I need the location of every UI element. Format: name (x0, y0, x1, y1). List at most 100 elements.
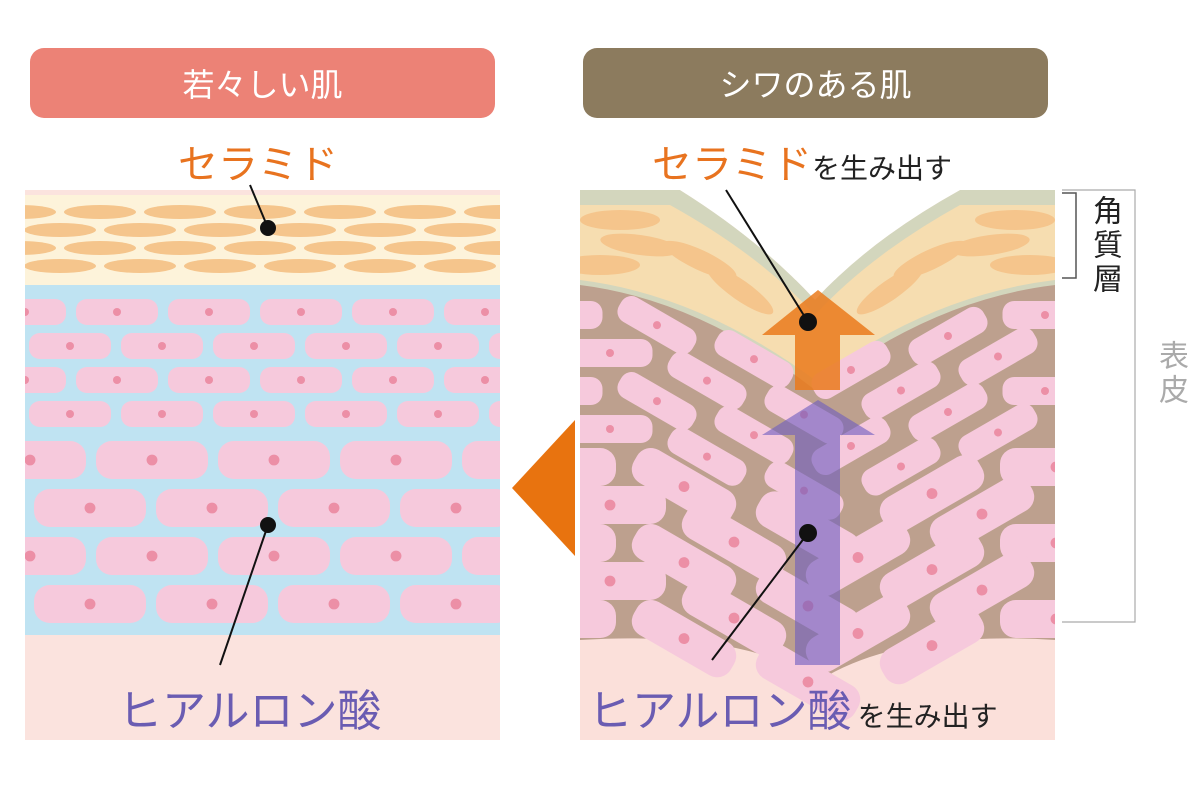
skin-cell (667, 427, 747, 486)
skin-cell (908, 306, 988, 366)
skin-cell (444, 367, 500, 393)
skin-cell (25, 367, 66, 393)
skin-cell (958, 327, 1038, 386)
skin-cell (681, 579, 787, 657)
skin-cell (580, 448, 616, 486)
ceramide-cell (424, 223, 496, 237)
skin-cell (631, 447, 737, 526)
skin-cell (681, 503, 787, 581)
skin-cell (879, 530, 985, 609)
skin-cell (213, 333, 295, 359)
left-hyaluronic-label: ヒアルロン酸 (118, 686, 382, 737)
skin-cell (76, 367, 158, 393)
wrinkled-skin-header: シワのある肌 (583, 48, 1048, 118)
transition-arrow-icon (512, 420, 575, 556)
ceramide-cell (975, 210, 1055, 230)
skin-cell (25, 537, 86, 575)
right-hyaluronic-label: ヒアルロン酸 (588, 686, 852, 737)
skin-cell (400, 489, 500, 527)
ceramide-cell (950, 233, 1030, 257)
skin-cell (580, 377, 603, 405)
skin-cell (580, 600, 616, 638)
ceramide-cell (464, 205, 500, 219)
ceramide-cell (856, 265, 924, 315)
skin-cell (260, 299, 342, 325)
ceramide-cell (224, 205, 296, 219)
ceramide-cell (264, 223, 336, 237)
ceramide-cell (184, 259, 256, 273)
skin-cell (34, 585, 146, 623)
ceramide-cell (144, 241, 216, 255)
skin-cell (714, 405, 794, 465)
skin-cell (861, 437, 941, 496)
ceramide-cell (464, 241, 500, 255)
skin-cell (96, 441, 208, 479)
ceramide-cell (384, 241, 456, 255)
skin-cell (168, 299, 250, 325)
skin-cell (580, 562, 666, 600)
right-hyaluronic-caption: ヒアルロン酸を生み出す (588, 675, 998, 739)
hyaluronic-arrow (762, 400, 875, 665)
skin-cell (908, 382, 988, 442)
epidermis-bracket (1062, 189, 1136, 623)
ceramide-cell (25, 241, 56, 255)
skin-cell (631, 599, 737, 678)
ceramide-cell (990, 255, 1055, 275)
ceramide-cell (580, 255, 640, 275)
skin-cell (156, 489, 268, 527)
skin-cell (156, 585, 268, 623)
skin-cell (29, 333, 111, 359)
ceramide-cell (64, 205, 136, 219)
young-skin-illustration (25, 190, 500, 740)
skin-cell (489, 401, 500, 427)
skin-cell (278, 489, 390, 527)
ceramide-cell (25, 259, 96, 273)
skin-cell (958, 403, 1038, 462)
skin-cell (25, 299, 66, 325)
skin-cell (121, 333, 203, 359)
ceramide-cell (64, 241, 136, 255)
skin-cell (397, 401, 479, 427)
ceramide-cell (580, 210, 660, 230)
ceramide-cell (104, 259, 176, 273)
skin-cell (462, 441, 500, 479)
wrinkled-skin-title: シワのある肌 (719, 66, 912, 104)
skin-cell (580, 486, 666, 524)
skin-cell (580, 415, 653, 443)
skin-cell (879, 454, 985, 533)
leader-lines (219, 184, 817, 666)
skin-cell (340, 441, 452, 479)
skin-cell (121, 401, 203, 427)
skin-cell (218, 537, 330, 575)
skin-cell (305, 401, 387, 427)
skin-cell (667, 351, 747, 410)
skin-cell (352, 367, 434, 393)
skin-cell (1002, 377, 1055, 405)
skin-cell (861, 361, 941, 420)
ceramide-arrow (762, 290, 875, 390)
skin-cell (278, 585, 390, 623)
skin-cell (580, 301, 603, 329)
skin-cell (96, 537, 208, 575)
skin-cell (352, 299, 434, 325)
right-ceramide-label: セラミド (652, 142, 812, 188)
ceramide-cell (224, 241, 296, 255)
skin-cell (489, 333, 500, 359)
skin-cell (213, 401, 295, 427)
epidermis-label: 表皮 (1153, 340, 1188, 408)
ceramide-cell (384, 205, 456, 219)
skin-cell (929, 475, 1035, 553)
skin-cell (218, 441, 330, 479)
stratum-corneum-label: 角質層 (1087, 195, 1122, 297)
skin-cell (34, 489, 146, 527)
skin-cell (617, 296, 697, 355)
skin-cell (879, 606, 985, 685)
skin-cell (580, 339, 653, 367)
ceramide-cell (344, 223, 416, 237)
skin-cell (580, 524, 616, 562)
skin-cell (462, 537, 500, 575)
skin-cell (76, 299, 158, 325)
skin-cell (617, 372, 697, 431)
ceramide-cell (264, 259, 336, 273)
